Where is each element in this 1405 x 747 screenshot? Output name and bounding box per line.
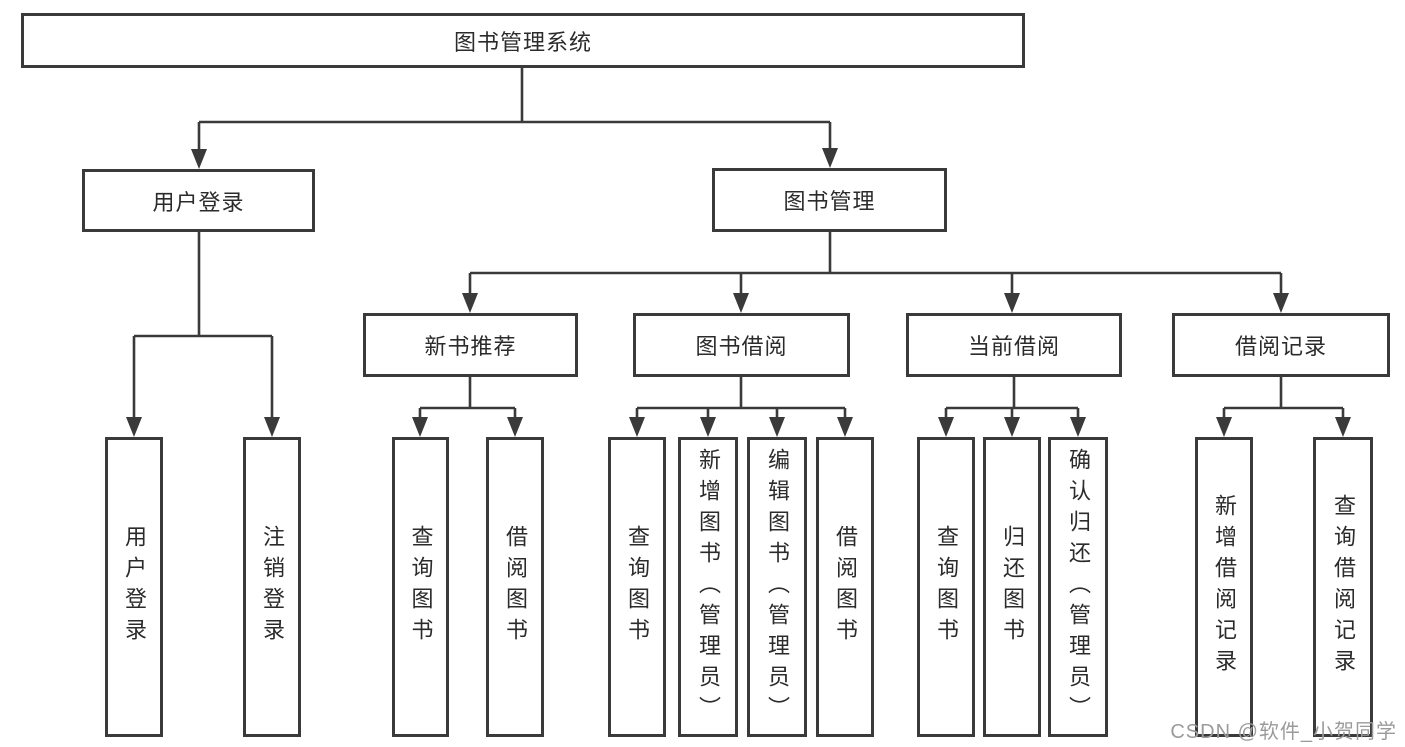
leaf-logout: 注销登录 <box>243 437 301 737</box>
leaf-query-borrow-record-label: 查询借阅记录 <box>1331 494 1356 680</box>
leaf-return-books-label: 归还图书 <box>1000 525 1025 649</box>
leaf-query-borrow-record: 查询借阅记录 <box>1313 437 1373 737</box>
leaf-query-books-2-label: 查询图书 <box>625 525 650 649</box>
leaf-query-books-1-label: 查询图书 <box>408 525 434 649</box>
leaf-confirm-return-admin: 确认归还（管理员） <box>1048 437 1108 737</box>
node-borrowing-records-label: 借阅记录 <box>1234 334 1327 359</box>
leaf-logout-label: 注销登录 <box>260 525 285 649</box>
leaf-user-login: 用户登录 <box>105 437 163 737</box>
node-root-system-label: 图书管理系统 <box>453 29 592 55</box>
leaf-borrow-books-2: 借阅图书 <box>816 437 874 737</box>
leaf-add-borrow-record: 新增借阅记录 <box>1195 437 1253 737</box>
leaf-confirm-return-admin-label: 确认归还（管理员） <box>1066 447 1091 727</box>
leaf-borrow-books-1: 借阅图书 <box>486 437 544 737</box>
leaf-add-books-admin: 新增图书（管理员） <box>678 437 738 737</box>
leaf-add-borrow-record-label: 新增借阅记录 <box>1212 494 1237 680</box>
leaf-borrow-books-1-label: 借阅图书 <box>503 525 528 649</box>
leaf-query-books-3: 查询图书 <box>917 437 975 737</box>
node-root-system: 图书管理系统 <box>21 13 1025 68</box>
node-book-borrowing-label: 图书借阅 <box>695 334 788 359</box>
csdn-watermark: CSDN @软件_小贺同学 <box>1170 721 1397 743</box>
node-new-book-recommend: 新书推荐 <box>363 313 578 377</box>
node-user-login: 用户登录 <box>82 169 315 232</box>
leaf-query-books-2: 查询图书 <box>608 437 666 737</box>
node-current-borrowing-label: 当前借阅 <box>967 334 1060 359</box>
node-borrowing-records: 借阅记录 <box>1172 313 1390 377</box>
node-book-management: 图书管理 <box>712 168 947 232</box>
leaf-user-login-label: 用户登录 <box>122 525 147 649</box>
leaf-add-books-admin-label: 新增图书（管理员） <box>696 447 721 727</box>
leaf-borrow-books-2-label: 借阅图书 <box>833 525 858 649</box>
leaf-return-books: 归还图书 <box>983 437 1041 737</box>
leaf-query-books-1: 查询图书 <box>392 437 449 737</box>
node-current-borrowing: 当前借阅 <box>906 313 1122 377</box>
node-book-borrowing: 图书借阅 <box>633 313 850 377</box>
leaf-query-books-3-label: 查询图书 <box>934 525 959 649</box>
leaf-edit-books-admin: 编辑图书（管理员） <box>747 437 807 737</box>
node-new-book-recommend-label: 新书推荐 <box>424 334 517 359</box>
leaf-edit-books-admin-label: 编辑图书（管理员） <box>765 447 790 727</box>
node-user-login-label: 用户登录 <box>152 189 245 215</box>
node-book-management-label: 图书管理 <box>783 189 876 214</box>
